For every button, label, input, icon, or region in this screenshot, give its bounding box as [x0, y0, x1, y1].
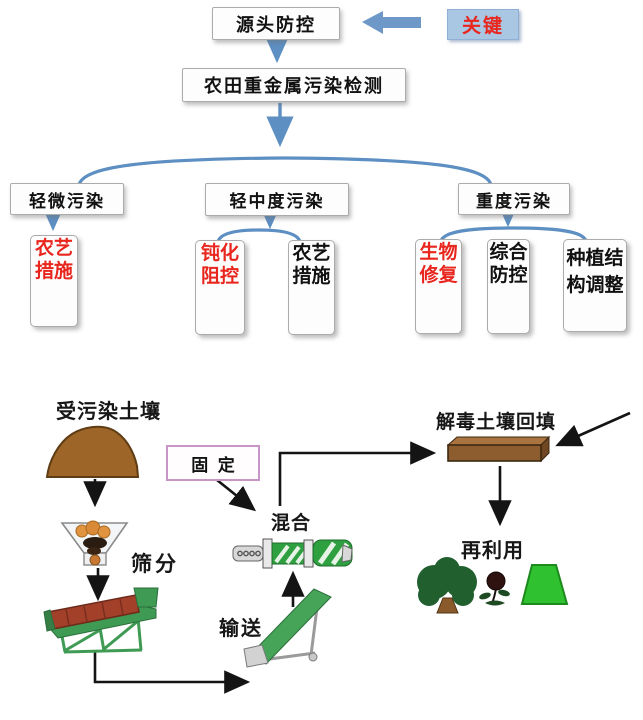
fixation-box: 固 定: [166, 445, 260, 481]
detection-box: 农田重金属污染检测: [182, 68, 406, 102]
measure-planting-structure-box: 种植结构调整: [563, 239, 627, 332]
key-block-arrow: [362, 11, 421, 34]
soil-mound-illustration: [45, 425, 140, 478]
hopper-illustration: [60, 520, 129, 566]
process-arrows: [83, 411, 631, 694]
measure-bioremediation-box: 生物修复: [415, 239, 462, 334]
reuse-label: 再利用: [461, 540, 524, 562]
branch-braces: [77, 156, 588, 244]
level-heavy-pollution-box: 重度污染: [458, 183, 570, 215]
backfill-label: 解毒土壤回填: [436, 412, 557, 433]
measure-comprehensive-control-box: 综合防控: [487, 239, 530, 334]
tree-illustration: [417, 557, 477, 614]
level-slight-pollution-box: 轻微污染: [10, 183, 124, 215]
field-illustration: [520, 564, 569, 605]
key-highlight-box: 关键: [447, 9, 519, 40]
screening-machine-illustration: [43, 587, 159, 654]
flower-illustration: [479, 571, 510, 606]
conveying-label: 输送: [219, 618, 263, 640]
measure-agronomic-box-1: 农艺措施: [30, 235, 78, 327]
mixing-label: 混合: [271, 513, 312, 534]
contaminated-soil-label: 受污染土壤: [56, 401, 161, 423]
soil-brick-illustration: [446, 435, 551, 463]
measure-passivation-box: 钝化阻控: [195, 240, 245, 335]
level-light-medium-pollution-box: 轻中度污染: [205, 183, 349, 216]
conveyor-illustration: [243, 588, 332, 668]
source-control-box: 源头防控: [212, 7, 340, 40]
measure-agronomic-box-2: 农艺措施: [288, 240, 335, 335]
mixer-illustration: [232, 538, 353, 569]
screening-label: 筛分: [131, 553, 179, 576]
blue-flow-arrows: [39, 32, 522, 232]
